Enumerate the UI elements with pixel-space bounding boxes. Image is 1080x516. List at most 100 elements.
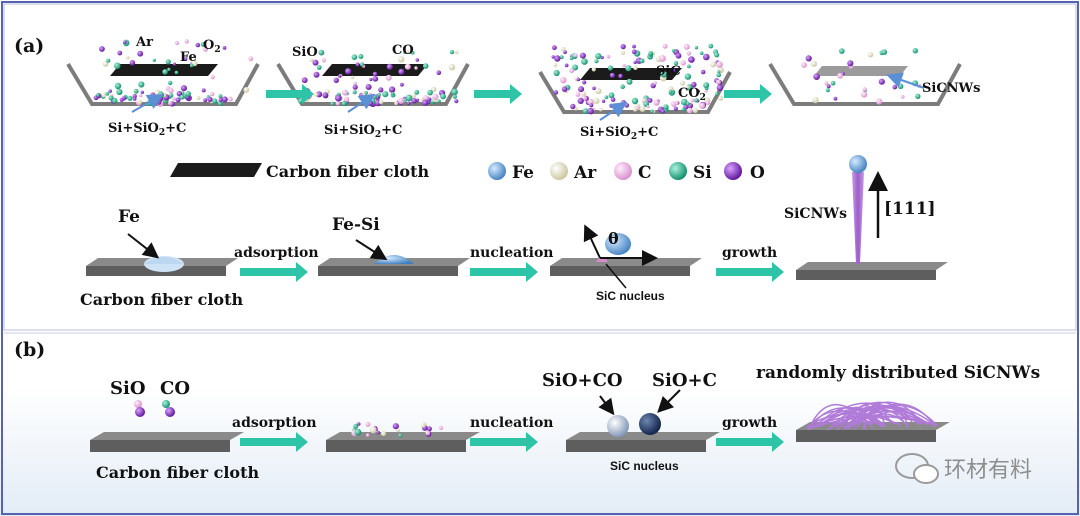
particle bbox=[366, 433, 370, 437]
panel-b-label: (b) bbox=[14, 339, 45, 361]
particle bbox=[394, 101, 398, 106]
plate-a1 bbox=[86, 256, 238, 276]
particle bbox=[632, 107, 638, 112]
sic-label: SiC bbox=[656, 64, 681, 79]
particle bbox=[900, 94, 905, 99]
flow-arrow bbox=[716, 432, 784, 452]
particle bbox=[212, 98, 218, 104]
particle bbox=[335, 101, 340, 106]
particle bbox=[833, 96, 838, 101]
carbon-cloth bbox=[814, 66, 908, 76]
legend-c-swatch bbox=[614, 162, 632, 180]
particle bbox=[691, 81, 697, 88]
fesi-label: Fe-Si bbox=[332, 215, 380, 235]
particle bbox=[610, 97, 616, 102]
particle bbox=[309, 58, 314, 62]
particle bbox=[639, 106, 646, 112]
fesi-pointer bbox=[355, 239, 388, 261]
particle bbox=[642, 98, 646, 103]
particle bbox=[876, 98, 883, 105]
particle bbox=[646, 105, 650, 109]
adsorbed-molecules bbox=[351, 421, 444, 438]
particle bbox=[589, 103, 594, 108]
particle bbox=[150, 92, 155, 97]
particle bbox=[861, 91, 868, 98]
particle bbox=[581, 91, 587, 97]
particle bbox=[653, 99, 660, 106]
particle bbox=[687, 64, 691, 69]
particle bbox=[839, 48, 845, 54]
nanowire-strand bbox=[851, 411, 891, 425]
particle bbox=[595, 88, 602, 95]
nanowire-strand bbox=[815, 408, 927, 428]
particle bbox=[189, 63, 194, 68]
plate-b1 bbox=[90, 432, 244, 452]
particle bbox=[369, 426, 377, 434]
particle bbox=[692, 107, 698, 113]
boat-3: SiC CO2 Si+SiO2+C bbox=[538, 43, 732, 142]
particle bbox=[372, 71, 378, 77]
particle bbox=[207, 96, 213, 102]
particle bbox=[127, 95, 133, 101]
flow-arrow bbox=[724, 84, 772, 104]
plate-a2 bbox=[318, 255, 470, 276]
particle bbox=[685, 85, 689, 89]
plate-a3 bbox=[550, 224, 702, 289]
particle bbox=[668, 89, 673, 94]
growth-label-b: growth bbox=[722, 415, 777, 431]
particle bbox=[365, 84, 372, 90]
particle bbox=[593, 97, 600, 104]
particle bbox=[604, 95, 609, 100]
particle bbox=[176, 90, 183, 97]
particle bbox=[598, 107, 603, 112]
particle bbox=[432, 93, 439, 100]
sio-c-nucleus bbox=[639, 413, 661, 435]
angle-arm-1 bbox=[583, 224, 601, 259]
particle bbox=[660, 109, 666, 114]
particle bbox=[410, 50, 415, 55]
particle bbox=[703, 53, 710, 61]
particle bbox=[411, 93, 417, 98]
particle bbox=[683, 43, 690, 50]
particle bbox=[912, 48, 918, 54]
gas-particles bbox=[551, 43, 724, 102]
particle bbox=[165, 59, 171, 65]
particle bbox=[892, 84, 898, 90]
boat-1: Ar Fe O2 Si+SiO2+C bbox=[66, 35, 260, 138]
flow-arrow bbox=[266, 84, 314, 104]
particle bbox=[581, 58, 588, 65]
nanowire-strand bbox=[845, 417, 882, 430]
particle bbox=[694, 98, 699, 103]
particle bbox=[218, 97, 223, 103]
particle bbox=[316, 91, 323, 98]
particle bbox=[675, 101, 679, 105]
particle bbox=[897, 83, 904, 90]
sicnws-step-label: SiCNWs bbox=[784, 206, 847, 222]
particle bbox=[172, 62, 177, 66]
particle bbox=[345, 68, 352, 75]
particle bbox=[633, 60, 637, 65]
particle bbox=[716, 72, 721, 78]
particle bbox=[427, 97, 432, 102]
particle bbox=[168, 80, 173, 86]
pointer-arrow bbox=[131, 94, 164, 113]
particle bbox=[625, 65, 632, 72]
particle bbox=[847, 60, 854, 67]
particle bbox=[686, 51, 692, 56]
nucleation-label: nucleation bbox=[470, 245, 553, 261]
particle bbox=[217, 101, 223, 106]
fe-pointer bbox=[127, 233, 160, 259]
flow-arrow bbox=[470, 262, 538, 282]
particle bbox=[560, 47, 566, 52]
sio-co-nucleus bbox=[607, 415, 629, 437]
sio-c-pointer bbox=[657, 389, 681, 413]
particle bbox=[354, 428, 362, 436]
particle bbox=[686, 101, 690, 106]
nanowire-strand bbox=[808, 410, 880, 428]
watermark-text: 环材有料 bbox=[944, 457, 1032, 482]
particle bbox=[301, 77, 308, 84]
nucleation-label-b: nucleation bbox=[470, 415, 553, 431]
particle bbox=[330, 101, 335, 106]
particle bbox=[396, 428, 400, 433]
